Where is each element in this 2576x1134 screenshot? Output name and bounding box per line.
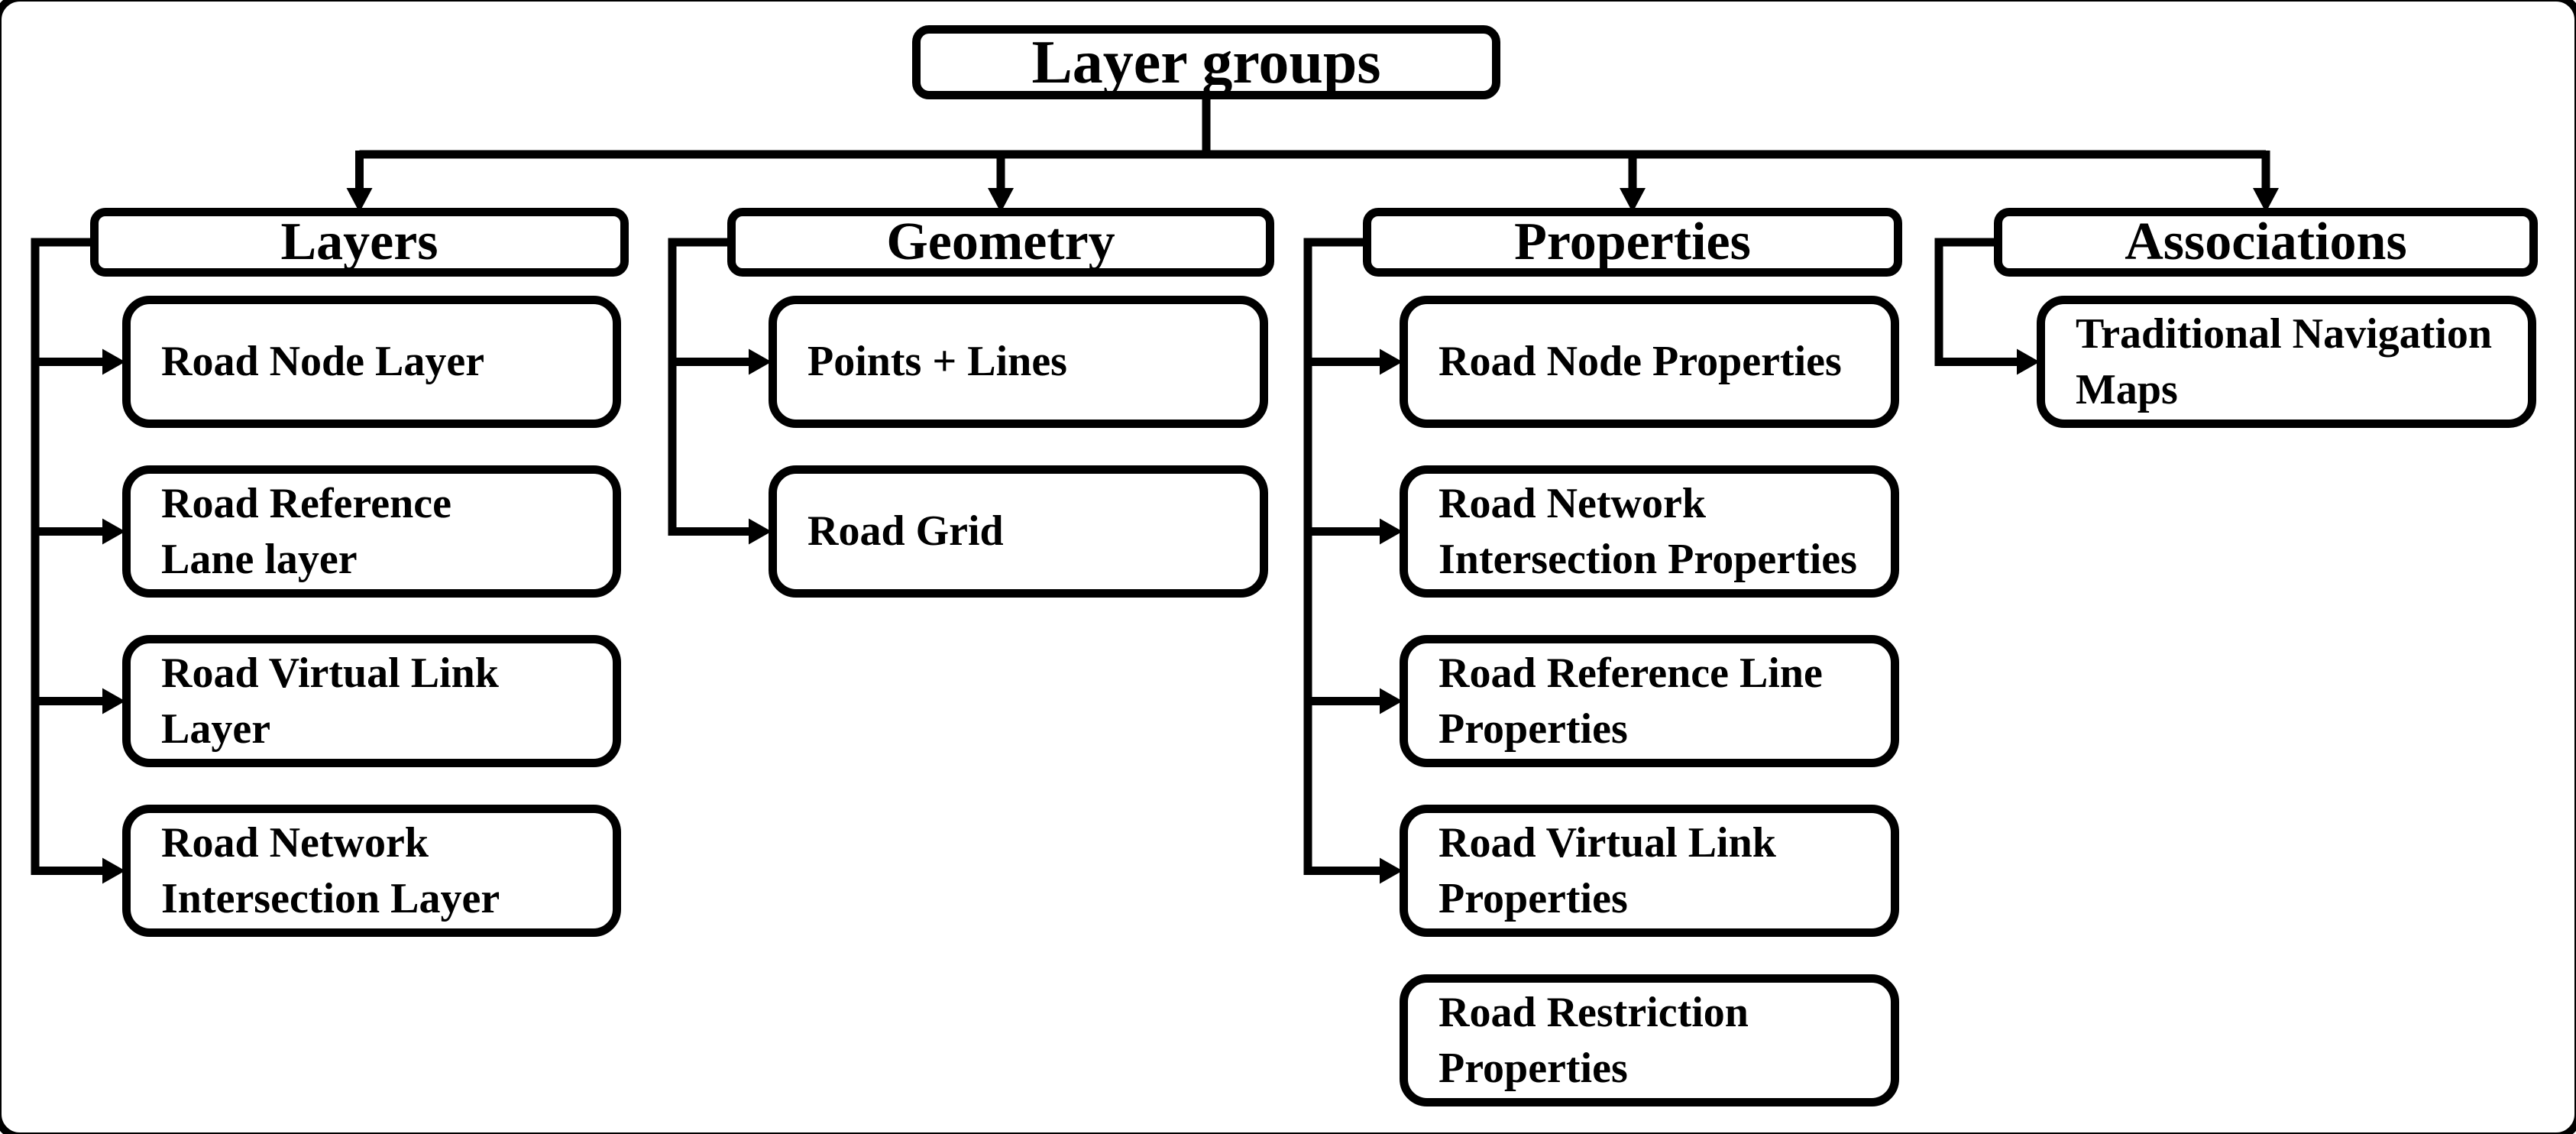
column-header-label: Layers xyxy=(280,212,439,271)
node-road-reference-lane-layer: Road Reference Lane layer xyxy=(122,465,621,598)
layer-groups-label: Layer groups xyxy=(1031,28,1381,96)
arrow-right-icon xyxy=(102,688,125,714)
node-label: Road Grid xyxy=(807,507,1004,556)
node-road-grid: Road Grid xyxy=(769,465,1268,598)
arrow-right-icon xyxy=(749,518,772,545)
arrow-right-icon xyxy=(102,857,125,884)
column-header-geometry: Geometry xyxy=(727,208,1274,277)
node-label: Road Node Properties xyxy=(1438,338,1842,386)
arrow-right-icon xyxy=(1380,348,1403,375)
node-label: Traditional Navigation Maps xyxy=(2076,309,2493,413)
arrow-right-icon xyxy=(102,348,125,375)
node-label: Road Reference Lane layer xyxy=(161,479,451,583)
node-label: Road Restriction Properties xyxy=(1438,988,1749,1092)
node-label: Road Virtual Link Properties xyxy=(1438,818,1776,922)
arrow-right-icon xyxy=(2017,348,2040,375)
column-header-properties: Properties xyxy=(1363,208,1902,277)
node-road-virtual-link-properties: Road Virtual Link Properties xyxy=(1400,805,1899,937)
column-header-label: Properties xyxy=(1514,212,1751,271)
node-label: Road Reference Line Properties xyxy=(1438,649,1823,753)
node-road-node-layer: Road Node Layer xyxy=(122,296,621,428)
node-road-virtual-link-layer: Road Virtual Link Layer xyxy=(122,635,621,767)
node-label: Road Network Intersection Layer xyxy=(161,818,500,922)
column-header-label: Geometry xyxy=(886,212,1115,271)
column-header-layers: Layers xyxy=(90,208,629,277)
node-label: Points + Lines xyxy=(807,338,1067,386)
arrow-down-icon xyxy=(2253,188,2279,212)
node-label: Road Node Layer xyxy=(161,338,485,386)
node-road-restriction-properties: Road Restriction Properties xyxy=(1400,974,1899,1106)
node-label: Road Virtual Link Layer xyxy=(161,649,499,753)
column-header-label: Associations xyxy=(2125,212,2407,271)
node-road-reference-line-properties: Road Reference Line Properties xyxy=(1400,635,1899,767)
arrow-right-icon xyxy=(749,348,772,375)
arrow-right-icon xyxy=(1380,688,1403,714)
node-points-lines: Points + Lines xyxy=(769,296,1268,428)
node-traditional-navigation-maps: Traditional Navigation Maps xyxy=(2037,296,2536,428)
layer-groups-box: Layer groups xyxy=(912,25,1500,99)
arrow-down-icon xyxy=(346,188,373,212)
node-label: Road Network Intersection Properties xyxy=(1438,479,1857,583)
arrow-down-icon xyxy=(988,188,1014,212)
arrow-right-icon xyxy=(102,518,125,545)
arrow-down-icon xyxy=(1620,188,1646,212)
node-road-network-intersection-layer: Road Network Intersection Layer xyxy=(122,805,621,937)
node-road-network-intersection-properties: Road Network Intersection Properties xyxy=(1400,465,1899,598)
arrow-right-icon xyxy=(1380,518,1403,545)
node-road-node-properties: Road Node Properties xyxy=(1400,296,1899,428)
arrow-right-icon xyxy=(1380,857,1403,884)
column-header-associations: Associations xyxy=(1994,208,2538,277)
